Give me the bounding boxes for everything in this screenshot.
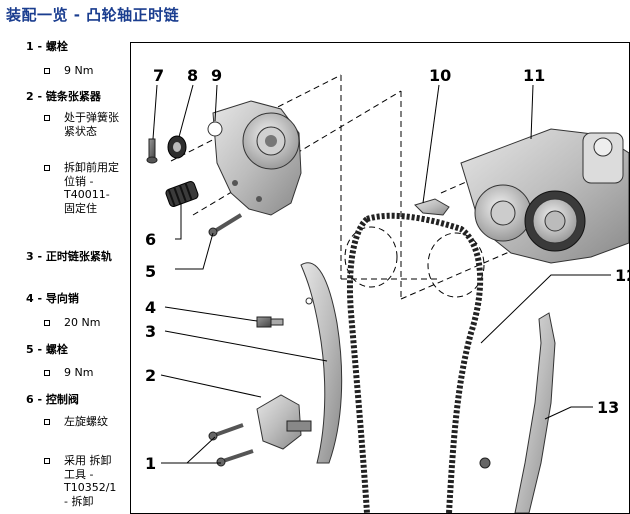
part-4-guide-pin: [256, 316, 284, 328]
bullet-icon: [44, 115, 50, 121]
part-2-chain-tensioner: [256, 394, 312, 450]
part-7-bolt: [146, 138, 158, 164]
part-8-seal: [167, 135, 187, 159]
callout-labels: 7 8 9 6 5 4 3 2 1 10 11 12 13: [145, 66, 629, 473]
bullet-icon: [44, 68, 50, 74]
bullet-icon: [44, 370, 50, 376]
callout-8: 8: [187, 66, 198, 85]
legend-item-6: 6 - 控制阀: [26, 393, 79, 406]
part-9-chain-sprocket-bracket: [207, 100, 302, 216]
dashed-guides: [170, 74, 517, 300]
legend-item-5: 5 - 螺栓: [26, 343, 68, 356]
callout-10: 10: [429, 66, 451, 85]
part-3-tensioner-rail: [300, 262, 343, 464]
callout-9: 9: [211, 66, 222, 85]
callout-4: 4: [145, 298, 156, 317]
callout-11: 11: [523, 66, 545, 85]
callout-7: 7: [153, 66, 164, 85]
part-12-timing-chain: [346, 212, 484, 513]
leader-lines: [152, 84, 611, 464]
part-1-bolts: [208, 423, 254, 467]
callout-13: 13: [597, 398, 619, 417]
callout-6: 6: [145, 230, 156, 249]
callout-1: 1: [145, 454, 156, 473]
exploded-view-figure: 7 8 9 6 5 4 3 2 1 10 11 12 13: [130, 42, 630, 514]
bullet-icon: [44, 419, 50, 425]
callout-5: 5: [145, 262, 156, 281]
callout-2: 2: [145, 366, 156, 385]
legend-item-3: 3 - 正时链张紧轨: [26, 250, 112, 263]
part-11-camshaft-assembly: [460, 128, 629, 264]
part-6-control-valve: [165, 181, 199, 207]
legend-item-1: 1 - 螺栓: [26, 40, 68, 53]
bullet-icon: [44, 165, 50, 171]
page-title: 装配一览 - 凸轮轴正时链: [6, 6, 180, 24]
part-10-small-guide: [414, 198, 450, 216]
part-5-bolt: [208, 213, 243, 237]
part-13-guide-rail: [479, 312, 556, 513]
legend-item-2: 2 - 链条张紧器: [26, 90, 101, 103]
legend-item-4: 4 - 导向销: [26, 292, 79, 305]
bullet-icon: [44, 458, 50, 464]
callout-12: 12: [615, 266, 629, 285]
callout-3: 3: [145, 322, 156, 341]
bullet-icon: [44, 320, 50, 326]
